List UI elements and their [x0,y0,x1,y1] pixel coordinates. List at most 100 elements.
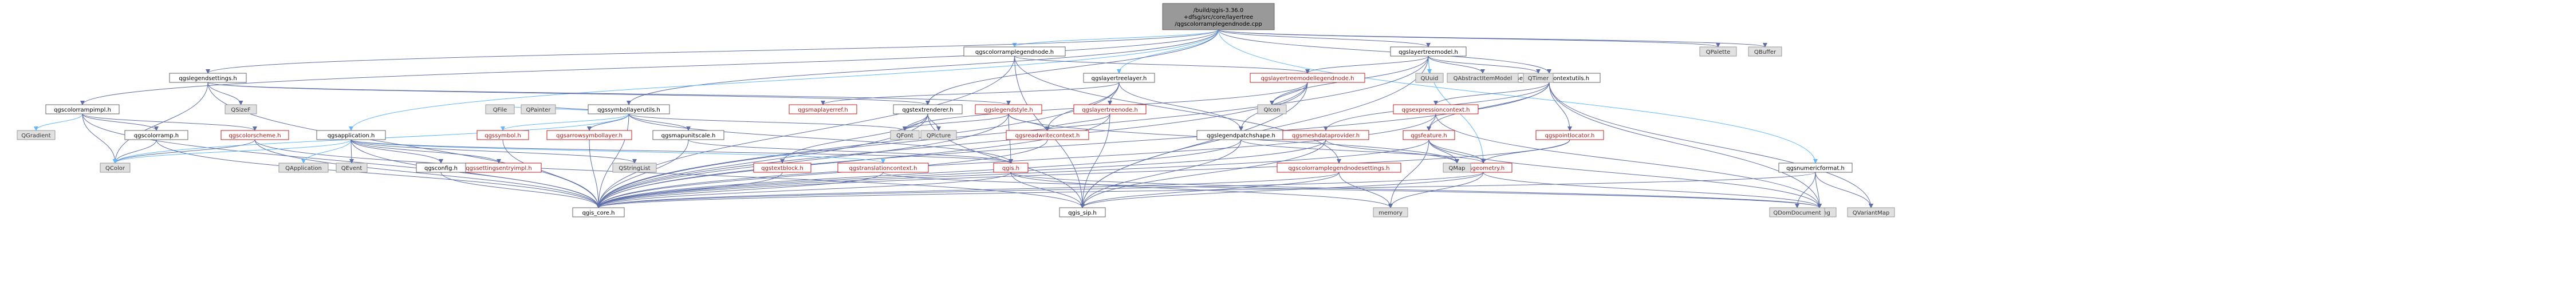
node-qtimer-box [1523,73,1554,83]
node-quuid[interactable]: QUuid [1415,73,1444,83]
edge-qgsexpressioncontextutils-h-to-QVariantMap [1549,82,1873,208]
edge-qgssymbollayerutils-h-to-qgis-h [628,113,1013,164]
node-qgslegendsettings-h-box [169,73,247,83]
node-qpicture[interactable]: QPicture [920,130,957,140]
node-qgscolorscheme-h-label: qgscolorscheme.h [229,133,281,139]
edge-qgstextrenderer-h-to-qgstextblock-h [780,113,928,164]
node-qgscolorrampimpl-h[interactable]: qgscolorrampimpl.h [45,104,120,114]
node-qapplication[interactable]: QApplication [278,163,329,173]
edge-qgsexpressioncontextutils-h-to-qgsexpressioncontext-h [1433,82,1550,105]
edge-qgsconfig-h-to-qgis-core-h [440,172,601,208]
node-qgslegendsettings-h-label: qgslegendsettings.h [179,76,237,82]
node-qgsfeature-h[interactable]: qgsfeature.h [1403,130,1455,140]
edge-qgsexpressioncontextutils-h-to-qgis-core-h [596,82,1550,208]
node-qmap[interactable]: QMap [1443,163,1471,173]
edge-qgslayertreemodel-h-to-QAbstractItemModel [1428,56,1485,74]
node-qgssettingsentryimpl-h[interactable]: qgssettingsentryimpl.h [456,163,542,173]
node-qgsarrowsymbollayer-h[interactable]: qgsarrowsymbollayer.h [546,130,632,140]
node-qbuffer[interactable]: QBuffer [1748,46,1782,57]
edge-qgslayertreenode-h-to-qgsreadwritecontext-h [1045,113,1110,131]
node-qgis-sip-h[interactable]: qgis_sip.h [1059,207,1106,217]
edge-qgscolorrampimpl-h-to-QColor [82,113,117,164]
node-qgsexpressioncontext-h-box [1393,104,1479,114]
node-qgstranslationcontext-h[interactable]: qgstranslationcontext.h [837,163,929,173]
node-qgsreadwritecontext-h-box [1006,130,1089,140]
node-qgssymbol-h-label: qgssymbol.h [485,133,521,139]
node-qtimer[interactable]: QTimer [1523,73,1554,83]
node-qpalette[interactable]: QPalette [1699,46,1737,57]
node-qgssettingsentryimpl-h-label: qgssettingsentryimpl.h [466,165,531,172]
node-qgsmeshdataprovider-h[interactable]: qgsmeshdataprovider.h [1282,130,1369,140]
edge-qgsapplication-h-to-qgssettingsentryimpl-h [350,139,501,164]
edge-qgssymbollayerutils-h-to-qgsarrowsymbollayer-h [587,113,629,131]
node-qgspointlocator-h[interactable]: qgspointlocator.h [1535,130,1604,140]
node-qgscolorscheme-h[interactable]: qgscolorscheme.h [220,130,289,140]
node-qgis-core-h[interactable]: qgis_core.h [572,207,625,217]
node-qgsmaplayerref-h[interactable]: qgsmaplayerref.h [789,104,857,114]
node-qgslayertreelayer-h[interactable]: qgslayertreelayer.h [1083,73,1155,83]
node-qgsmapunitscale-h[interactable]: qgsmapunitscale.h [652,130,724,140]
node-qsizef[interactable]: QSizeF [224,104,257,114]
edge-qgslayertreelayer-h-to-qgslayertreenode-h [1108,82,1120,105]
node-qvariantmap[interactable]: QVariantMap [1847,207,1895,217]
edge-qgscolorramplegendnode-h-to-qgslayertreemodellegendnode-h [1014,56,1310,74]
node-qgslayertreemodellegendnode-h[interactable]: qgslayertreemodellegendnode.h [1250,73,1365,83]
node-qpainter-box [521,104,556,114]
edge-qgsarrowsymbollayer-h-to-qgis-core-h [589,139,601,208]
node-qstringlist-label: QStringList [619,165,650,172]
node-qgstextblock-h[interactable]: qgstextblock.h [753,163,812,173]
node-qgradient[interactable]: QGradient [17,130,56,140]
node-qgstextrenderer-h[interactable]: qgstextrenderer.h [893,104,963,114]
node-qfile-box [485,104,515,114]
node-qgsreadwritecontext-h[interactable]: qgsreadwritecontext.h [1006,130,1089,140]
node-qgslegendsettings-h[interactable]: qgslegendsettings.h [169,73,247,83]
node-memory[interactable]: memory [1373,207,1408,217]
node-qgis-h[interactable]: qgis.h [993,163,1029,173]
node-qgsnumericformat-h[interactable]: qgsnumericformat.h [1778,163,1853,173]
edge-qgsmeshdataprovider-h-to-qgis-sip-h [1080,139,1326,208]
node-qgslegendpatchshape-h[interactable]: qgslegendpatchshape.h [1196,130,1286,140]
node-qfont[interactable]: QFont [890,130,920,140]
node-qpainter[interactable]: QPainter [521,104,556,114]
node-qcolor[interactable]: QColor [100,163,131,173]
edge-qgsmapunitscale-h-to-qgis-h [688,139,1013,164]
node-qpicture-box [920,130,957,140]
node-qgscolorramp-h[interactable]: qgscolorramp.h [124,130,188,140]
node-qgsexpressioncontext-h[interactable]: qgsexpressioncontext.h [1393,104,1479,114]
node-qgslegendstyle-h[interactable]: qgslegendstyle.h [975,104,1042,114]
edge-qgsgeometry-h-to-qgis-core-h [596,172,1484,208]
node-qgspointlocator-h-label: qgspointlocator.h [1545,133,1595,139]
edge-qgssymbol-h-to-qgis-core-h [502,139,601,208]
node-qgslayertreemodel-h[interactable]: qgslayertreemodel.h [1390,46,1467,57]
node-qabstractitemmodel[interactable]: QAbstractItemModel [1447,73,1519,83]
node-qgscolorramplegendnodesettings-h[interactable]: qgscolorramplegendnodesettings.h [1277,163,1401,173]
node-qgslegendpatchshape-h-label: qgslegendpatchshape.h [1207,133,1275,139]
node-qevent[interactable]: QEvent [336,163,368,173]
edge-qgsfeature-h-to-QString [1428,139,1822,208]
node-qfile[interactable]: QFile [485,104,515,114]
node-qgsapplication-h[interactable]: qgsapplication.h [316,130,386,140]
edge-qgscolorramplegendnodesettings-h-to-memory [1338,172,1393,208]
node-qgstextblock-h-label: qgstextblock.h [761,165,803,172]
edge-qgsexpressioncontextutils-h-to-qgspointlocator-h [1549,82,1572,131]
node-qgssymbol-h[interactable]: qgssymbol.h [476,130,529,140]
edge-qgspointlocator-h-to-qgsgeometry-h [1481,139,1570,164]
node-qgsconfig-h[interactable]: qgsconfig.h [416,163,466,173]
node-qgstextrenderer-h-label: qgstextrenderer.h [902,107,953,113]
node-qgslayertreenode-h[interactable]: qgslayertreenode.h [1073,104,1147,114]
node-qgssymbollayerutils-h[interactable]: qgssymbollayerutils.h [588,104,670,114]
node-qicon[interactable]: QIcon [1257,104,1287,114]
node-qdomdocument[interactable]: QDomDocument [1769,207,1825,217]
node-qstringlist[interactable]: QStringList [612,163,657,173]
node-qgsreadwritecontext-h-label: qgsreadwritecontext.h [1015,133,1080,139]
node-qgscolorramplegendnode-h[interactable]: qgscolorramplegendnode.h [963,46,1066,57]
edge-root-to-qgscolorrampimpl-h [80,29,1219,105]
node-qgstranslationcontext-h-box [837,163,929,173]
edge-qgsgeometry-h-to-QString [1483,172,1822,208]
edge-qgslayertreemodellegendnode-h-to-QIcon [1270,82,1308,105]
edge-qgscolorscheme-h-to-qgis-sip-h [254,139,1085,208]
node-qgstranslationcontext-h-label: qgstranslationcontext.h [849,165,917,172]
node-qgssymbollayerutils-h-box [588,104,670,114]
node-root: /build/qgis-3.36.0+dfsg/src/core/layertr… [1162,3,1275,30]
edge-qgsapplication-h-to-qgsconfig-h [350,139,443,164]
